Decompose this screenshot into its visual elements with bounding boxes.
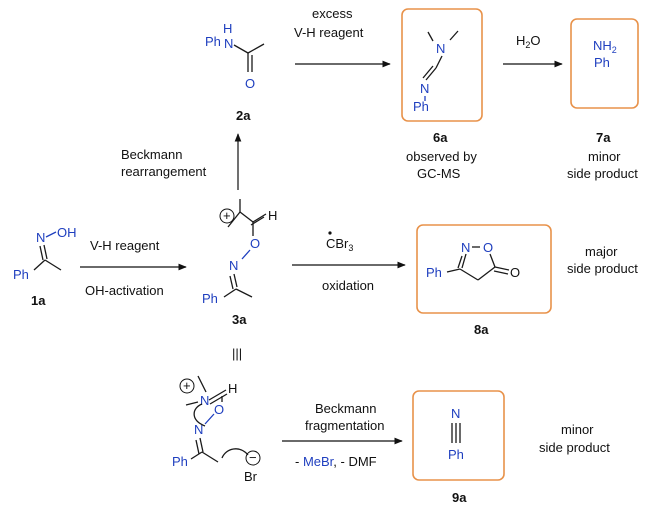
vh-reagent-label: V-H reagent bbox=[90, 238, 160, 253]
excess-label: excess bbox=[312, 6, 353, 21]
atom-n: H bbox=[223, 21, 232, 36]
curved-arrow-icon bbox=[193, 403, 206, 427]
compound-9a-structure: N Ph bbox=[448, 406, 464, 462]
box-6a bbox=[401, 8, 483, 122]
atom-h: H bbox=[268, 208, 277, 223]
note-9a-line1: minor bbox=[561, 422, 594, 437]
atom-ph: Ph bbox=[202, 291, 218, 306]
compound-label-3a: 3a bbox=[232, 312, 247, 327]
charge-plus: + bbox=[223, 208, 231, 223]
note-6a-line2: GC-MS bbox=[417, 166, 461, 181]
compound-6a-structure: N N Ph bbox=[413, 30, 459, 114]
charge-minus: − bbox=[249, 450, 257, 465]
atom-o: O bbox=[510, 265, 520, 280]
compound-label-9a: 9a bbox=[452, 490, 467, 505]
atom-ph: Ph bbox=[426, 265, 442, 280]
oxidation-label: oxidation bbox=[322, 278, 374, 293]
atom-n: N bbox=[420, 81, 429, 96]
oh-activation-label: OH-activation bbox=[85, 283, 164, 298]
note-9a-line2: side product bbox=[539, 440, 610, 455]
atom-ph: Ph bbox=[172, 454, 188, 469]
note-7a-line2: side product bbox=[567, 166, 638, 181]
box-8a bbox=[416, 224, 552, 314]
atom-br: Br bbox=[244, 469, 258, 484]
negative-charge-icon bbox=[245, 450, 261, 466]
atom-ph: Ph bbox=[413, 99, 429, 114]
vh-reagent-excess-label: V-H reagent bbox=[294, 25, 364, 40]
curved-arrow-icon bbox=[221, 448, 249, 459]
atom-oh: OH bbox=[57, 225, 77, 240]
beckmann-fragmentation-line2: fragmentation bbox=[305, 418, 385, 433]
compound-label-8a: 8a bbox=[474, 322, 489, 337]
compound-8a-structure: N O O Ph bbox=[426, 240, 520, 281]
atom-h: H bbox=[228, 381, 237, 396]
atom-n: N bbox=[229, 258, 238, 273]
compound-2a-structure: Ph H N O bbox=[205, 21, 265, 91]
compound-label-1a: 1a bbox=[31, 293, 46, 308]
water-label: H2O bbox=[516, 33, 541, 50]
box-7a bbox=[570, 18, 639, 109]
radical-dot-icon bbox=[328, 231, 332, 235]
beckmann-fragmentation-line1: Beckmann bbox=[315, 401, 376, 416]
atom-n: N bbox=[436, 41, 445, 56]
atom-o: O bbox=[214, 402, 224, 417]
compound-label-2a: 2a bbox=[236, 108, 251, 123]
beckmann-rearrangement-line2: rearrangement bbox=[121, 164, 207, 179]
note-8a-line2: side product bbox=[567, 261, 638, 276]
atom-o: O bbox=[483, 240, 493, 255]
atom-n: N bbox=[451, 406, 460, 421]
atom-n: N bbox=[200, 393, 209, 408]
atom-ph: Ph bbox=[594, 55, 610, 70]
beckmann-rearrangement-line1: Beckmann bbox=[121, 147, 182, 162]
loss-label: - MeBr, - DMF bbox=[295, 454, 377, 469]
atom-nh2: NH2 bbox=[593, 38, 617, 55]
radical-label: CBr3 bbox=[326, 236, 353, 253]
positive-charge-icon bbox=[179, 378, 195, 394]
atom-n: N bbox=[461, 240, 470, 255]
positive-charge-icon bbox=[219, 208, 235, 224]
atom-n: N bbox=[36, 230, 45, 245]
note-7a-line1: minor bbox=[588, 149, 621, 164]
note-8a-line1: major bbox=[585, 244, 618, 259]
atom-o: O bbox=[250, 236, 260, 251]
note-6a-line1: observed by bbox=[406, 149, 477, 164]
box-9a bbox=[412, 390, 505, 481]
atom-ph: Ph bbox=[205, 34, 221, 49]
charge-plus: + bbox=[183, 378, 191, 393]
atom-n: N bbox=[224, 36, 233, 51]
atom-ph: Ph bbox=[448, 447, 464, 462]
fragmentation-intermediate-structure: + N H O N Ph − Br bbox=[172, 375, 261, 484]
compound-label-7a: 7a bbox=[596, 130, 611, 145]
resonance-equivalence: ||| bbox=[232, 346, 242, 361]
compound-3a-structure: + H O N Ph bbox=[202, 199, 277, 306]
atom-o: O bbox=[245, 76, 255, 91]
atom-ph: Ph bbox=[13, 267, 29, 282]
atom-n: N bbox=[194, 422, 203, 437]
compound-7a-structure: NH2 Ph bbox=[593, 38, 617, 70]
compound-label-6a: 6a bbox=[433, 130, 448, 145]
compound-1a-structure: N OH Ph bbox=[13, 225, 77, 282]
